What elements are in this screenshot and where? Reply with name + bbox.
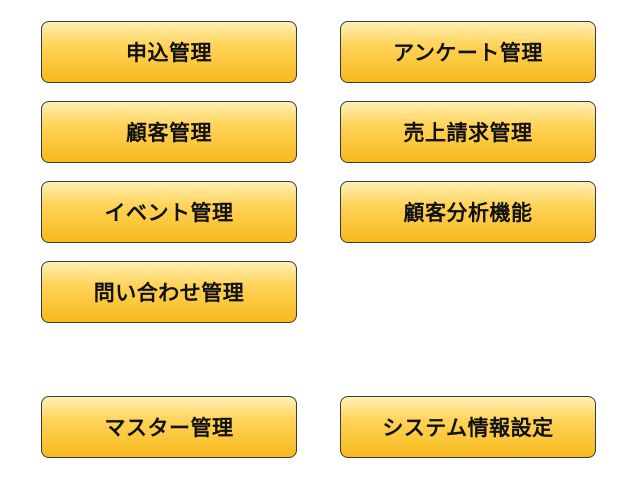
customer-analysis-button[interactable]: 顧客分析機能 <box>340 181 596 243</box>
application-management-button[interactable]: 申込管理 <box>41 21 297 83</box>
customer-management-button[interactable]: 顧客管理 <box>41 101 297 163</box>
event-management-button[interactable]: イベント管理 <box>41 181 297 243</box>
system-settings-button[interactable]: システム情報設定 <box>340 396 596 458</box>
survey-management-button[interactable]: アンケート管理 <box>340 21 596 83</box>
sales-billing-management-button[interactable]: 売上請求管理 <box>340 101 596 163</box>
master-management-button[interactable]: マスター管理 <box>41 396 297 458</box>
inquiry-management-button[interactable]: 問い合わせ管理 <box>41 261 297 323</box>
